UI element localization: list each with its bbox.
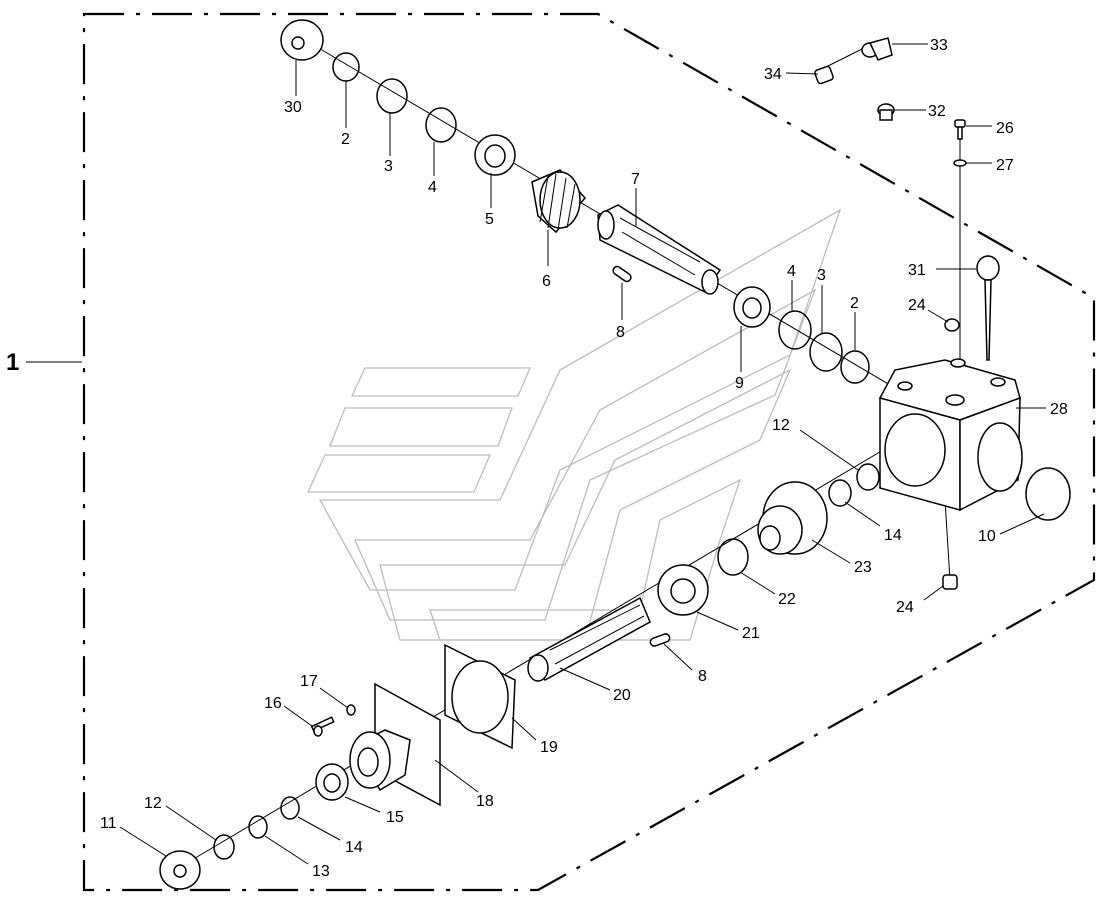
callout-26: 26 <box>996 120 1014 137</box>
callout-labels: 30 2 3 4 5 6 7 8 4 3 2 9 34 33 32 26 27 … <box>100 37 1068 880</box>
seal-30 <box>280 19 324 61</box>
snap-ring-2-right <box>840 350 870 384</box>
plug-34 <box>814 65 834 85</box>
gearbox-housing-28 <box>878 358 1023 512</box>
callout-32: 32 <box>928 103 946 120</box>
washer-27 <box>953 159 967 167</box>
gasket-10 <box>1025 467 1071 521</box>
shim-3 <box>376 78 408 114</box>
callout-8: 8 <box>616 324 625 341</box>
bearing-5 <box>474 134 516 176</box>
shaft-20 <box>527 596 651 682</box>
callout-21: 21 <box>742 625 760 642</box>
callout-4: 4 <box>428 179 437 196</box>
callout-9: 9 <box>735 375 744 392</box>
callout-34: 34 <box>764 66 782 83</box>
washer-17 <box>346 704 356 716</box>
callout-22: 22 <box>778 591 796 608</box>
callout-6: 6 <box>542 273 551 290</box>
upper-shaft-axis <box>304 39 891 386</box>
callout-14: 14 <box>884 527 902 544</box>
bolt-16 <box>310 716 335 737</box>
callout-14: 14 <box>345 839 363 856</box>
shim-14-lower <box>280 796 300 820</box>
dipstick-31 <box>976 255 1000 361</box>
bearing-9 <box>733 286 771 328</box>
shaft-7 <box>597 204 722 295</box>
callout-12: 12 <box>144 795 162 812</box>
callout-3: 3 <box>384 158 393 175</box>
shim-13 <box>248 815 268 839</box>
bevel-gear-23 <box>757 481 828 555</box>
bearing-15 <box>315 763 349 801</box>
flange-18 <box>349 682 441 807</box>
callout-12: 12 <box>772 417 790 434</box>
shim-3-right <box>809 332 843 372</box>
seal-11 <box>159 850 201 890</box>
drain-axis <box>944 499 951 581</box>
shim-4 <box>425 107 457 143</box>
plug-24-top <box>944 318 960 332</box>
callout-11: 11 <box>100 815 117 832</box>
callout-24: 24 <box>908 297 926 314</box>
callout-24: 24 <box>896 599 914 616</box>
callout-2: 2 <box>341 131 350 148</box>
callout-3: 3 <box>817 267 826 284</box>
snap-ring-12-lower <box>213 834 235 860</box>
callout-23: 23 <box>854 559 872 576</box>
leader-lines <box>119 43 1046 865</box>
callout-15: 15 <box>386 809 404 826</box>
key-8-upper <box>612 265 632 283</box>
callout-16: 16 <box>264 695 282 712</box>
assembly-label: 1 <box>6 349 19 376</box>
callout-19: 19 <box>540 739 558 756</box>
callout-7: 7 <box>631 171 640 188</box>
snap-ring-2 <box>332 52 360 82</box>
bearing-21 <box>657 564 709 616</box>
callout-33: 33 <box>930 37 948 54</box>
callout-31: 31 <box>908 262 926 279</box>
callout-18: 18 <box>476 793 494 810</box>
callout-27: 27 <box>996 157 1014 174</box>
snap-ring-12-upper <box>856 463 880 491</box>
elbow-33 <box>861 37 893 61</box>
plug-24-bottom <box>942 574 958 590</box>
key-8-lower <box>649 633 671 647</box>
shim-4-right <box>778 310 812 350</box>
callout-20: 20 <box>613 687 631 704</box>
callout-10: 10 <box>978 528 996 545</box>
callout-8: 8 <box>698 668 707 685</box>
watermark-logo <box>306 208 842 641</box>
callout-30: 30 <box>284 99 302 116</box>
assembly-boundary <box>82 12 1096 892</box>
gasket-19 <box>444 643 516 750</box>
callout-28: 28 <box>1050 401 1068 418</box>
callout-4: 4 <box>787 263 796 280</box>
shim-14-upper <box>828 479 852 507</box>
fitting-32 <box>877 103 895 121</box>
callout-13: 13 <box>312 863 330 880</box>
shim-22 <box>717 538 749 576</box>
callout-17: 17 <box>300 673 318 690</box>
callout-5: 5 <box>485 211 494 228</box>
bevel-gear-6 <box>531 169 586 234</box>
callout-2: 2 <box>850 295 859 312</box>
bolt-26 <box>954 119 966 140</box>
